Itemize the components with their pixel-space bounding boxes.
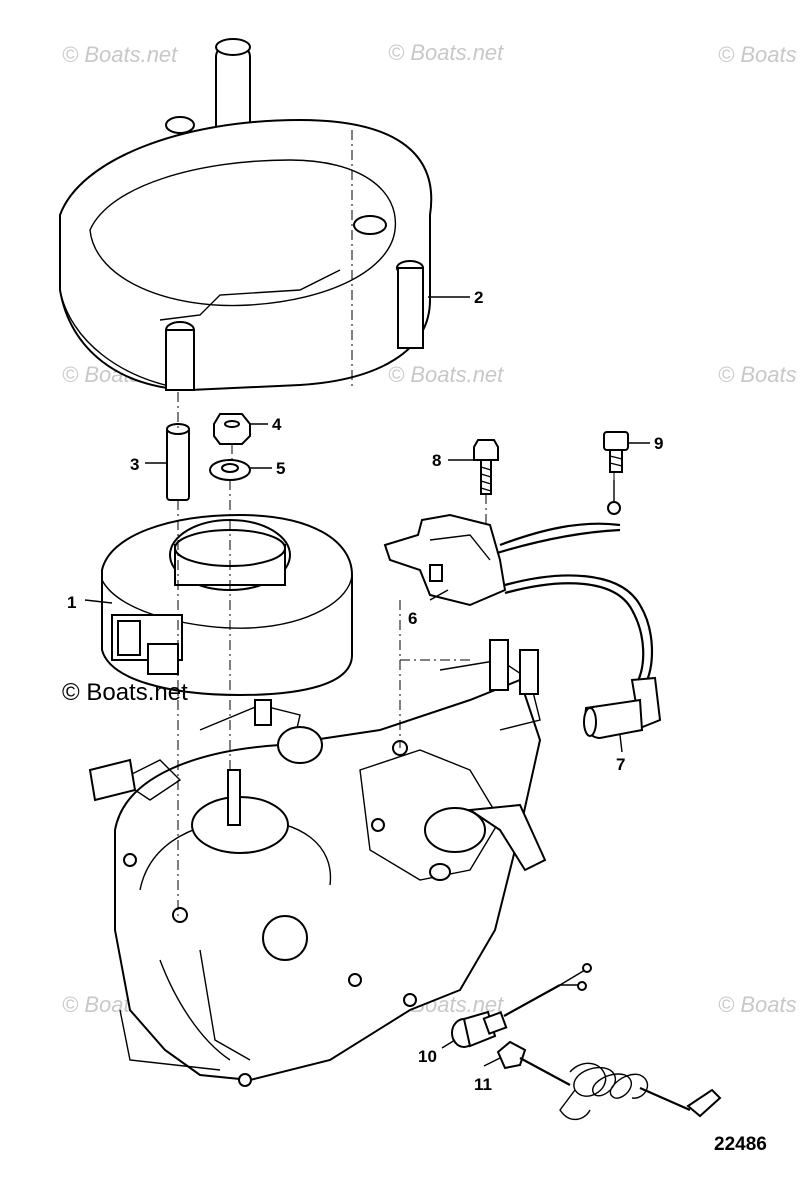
part-3-spacer xyxy=(166,423,190,501)
callout-11: 11 xyxy=(474,1075,492,1094)
watermark: © Boats.net xyxy=(62,42,178,67)
figure-number: 22486 xyxy=(714,1134,767,1155)
callout-10: 10 xyxy=(418,1047,437,1066)
callout-4: 4 xyxy=(272,415,282,434)
watermark: © Boats xyxy=(718,992,797,1017)
assembly-lines xyxy=(177,130,487,920)
part-4-nut xyxy=(213,413,251,445)
leader-line xyxy=(441,1039,456,1049)
callout-5: 5 xyxy=(276,459,285,478)
callout-3: 3 xyxy=(130,455,139,474)
leader-line xyxy=(483,1057,501,1067)
part-7-spark-plug-cap xyxy=(583,676,662,740)
callout-9: 9 xyxy=(654,434,663,453)
callout-6: 6 xyxy=(408,609,417,628)
callout-7: 7 xyxy=(616,755,625,774)
watermark: © Boats xyxy=(718,42,797,67)
part-9-screw xyxy=(603,431,629,473)
powerhead-block xyxy=(88,639,547,1087)
leader-line xyxy=(429,589,449,601)
part-5-washer xyxy=(209,459,251,481)
part-2-housing xyxy=(59,38,433,392)
part-6-ignition-coil xyxy=(383,480,653,686)
callout-2: 2 xyxy=(474,288,483,307)
watermark: © Boats xyxy=(718,362,797,387)
leader-line xyxy=(84,599,113,604)
callout-1: 1 xyxy=(67,593,76,612)
watermark: © Boats.net xyxy=(388,362,504,387)
part-11-lanyard xyxy=(496,1040,722,1121)
part-1-stator xyxy=(101,513,353,697)
callout-8: 8 xyxy=(432,451,441,470)
main-watermark: © Boats.net xyxy=(62,679,188,706)
leader-line xyxy=(619,734,623,753)
part-10-stop-switch xyxy=(451,963,592,1048)
watermark: © Boats.net xyxy=(388,40,504,65)
part-8-bolt xyxy=(473,439,499,495)
